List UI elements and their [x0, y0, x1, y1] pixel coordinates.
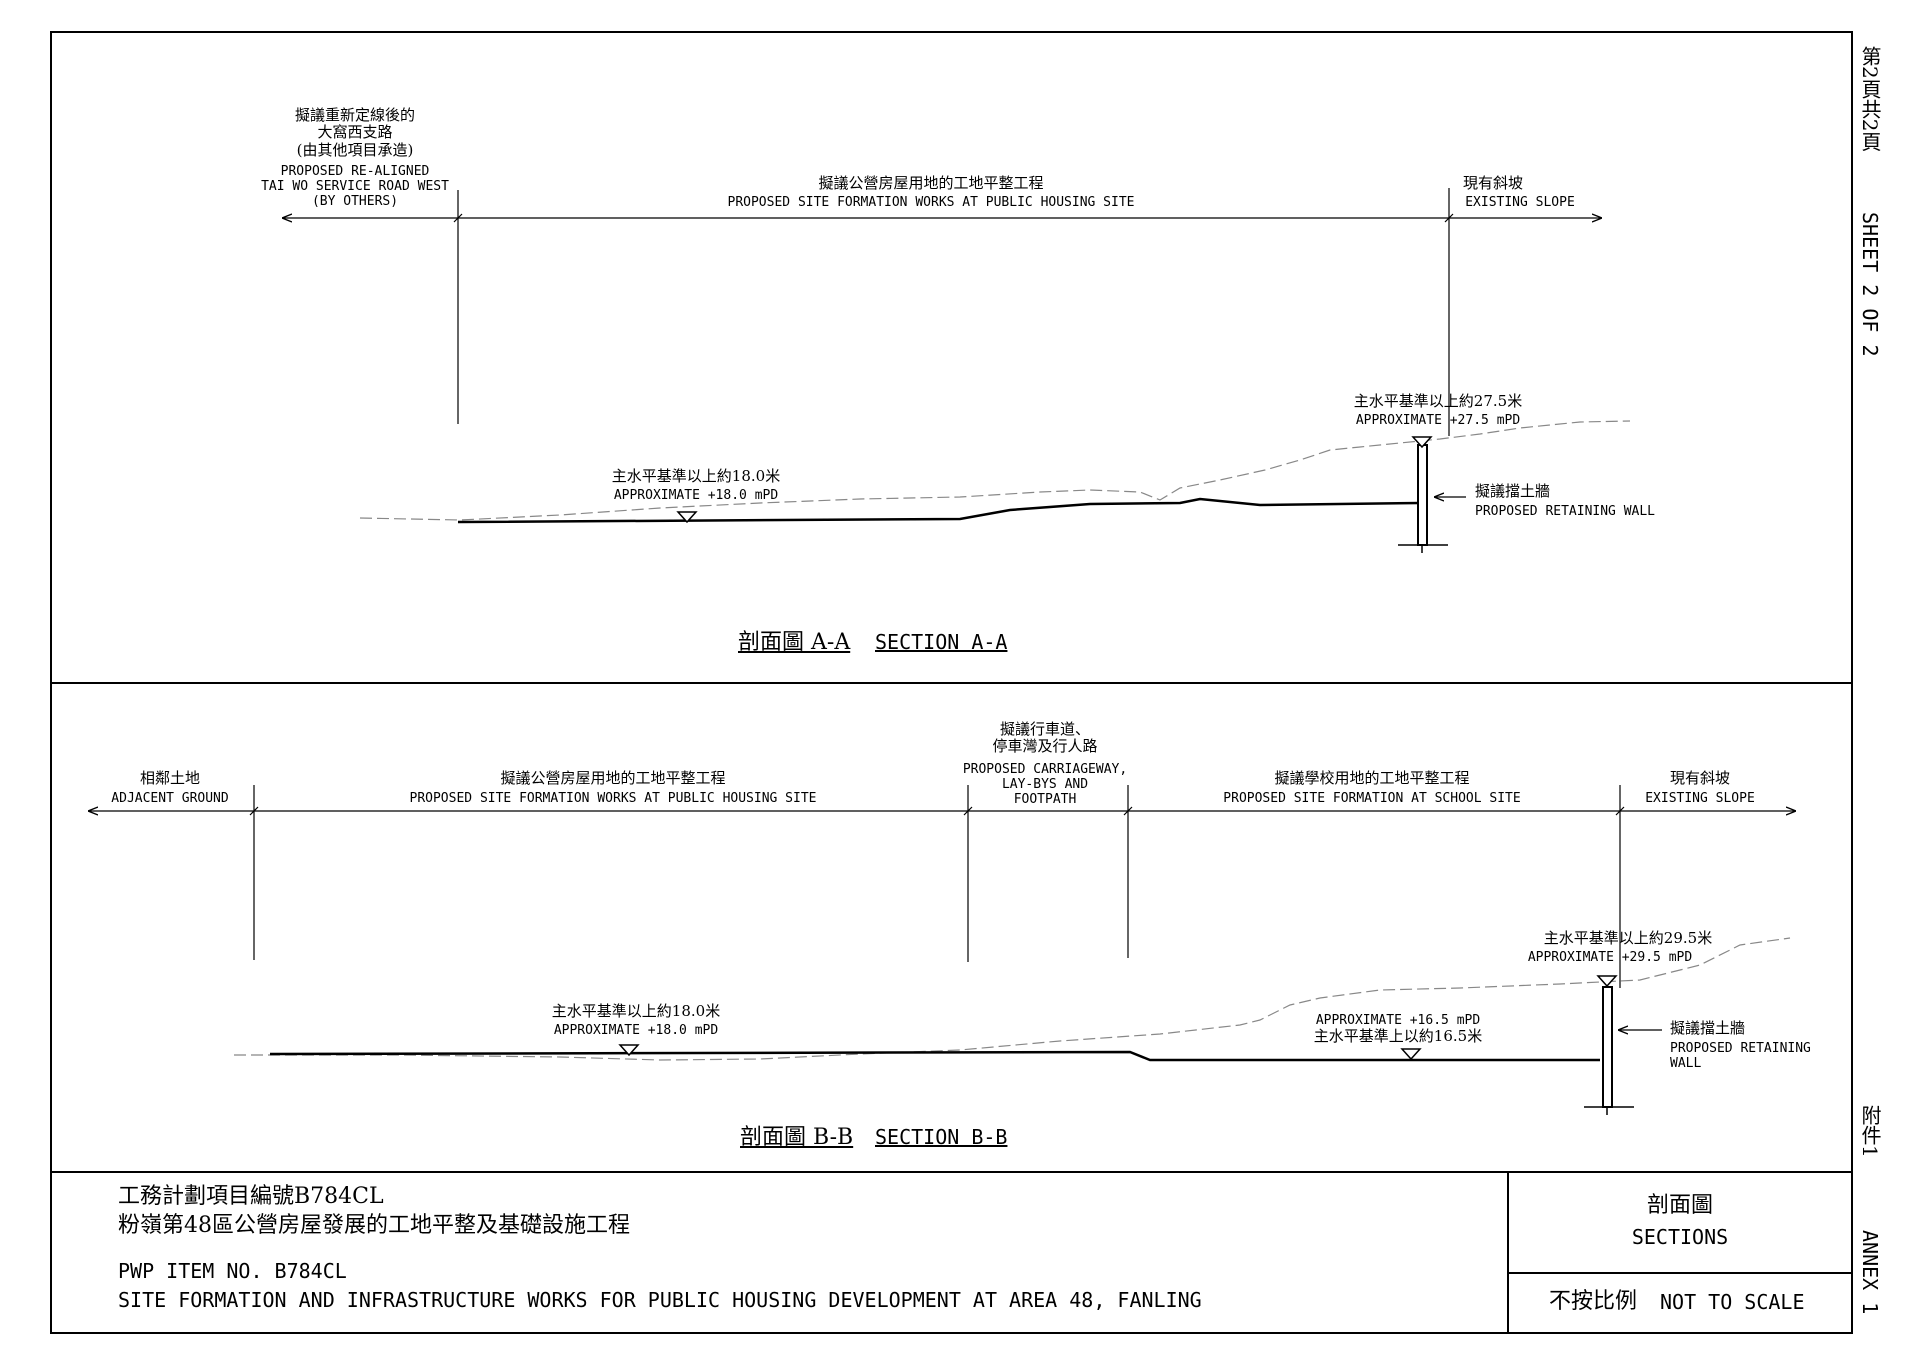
section-a-level-marker-low	[676, 511, 698, 524]
section-b-school-label-zh: 擬議學校用地的工地平整工程	[1274, 769, 1470, 787]
section-a-retaining-wall	[1417, 444, 1428, 546]
section-b-adjacent-label-en: ADJACENT GROUND	[111, 791, 229, 806]
section-b-level-low-en: APPROXIMATE +18.0 mPD	[553, 1023, 719, 1038]
annex-label-en: ANNEX 1	[1858, 1230, 1882, 1315]
section-b-site-label-en: PROPOSED SITE FORMATION WORKS AT PUBLIC …	[409, 791, 817, 806]
section-b-level-high-en: APPROXIMATE +29.5 mPD	[1527, 950, 1693, 965]
section-a-title-zh: 剖面圖 A-A	[738, 630, 851, 655]
section-b-carriageway-label-zh: 擬議行車道、停車灣及行人路	[992, 720, 1098, 756]
section-b-level-marker-low	[618, 1044, 640, 1057]
section-b-proposed-formation	[269, 1050, 1600, 1062]
section-a-wall-label-en: PROPOSED RETAINING WALL	[1475, 504, 1656, 519]
section-b-level-high-zh: 主水平基準以上約29.5米	[1543, 929, 1713, 947]
section-b-level-low-zh: 主水平基準以上約18.0米	[551, 1002, 721, 1020]
section-b-tick-1	[249, 806, 259, 816]
section-b-level-marker-mid	[1400, 1048, 1422, 1061]
section-a-existing-ground	[359, 420, 1631, 521]
section-a-slope-label-zh: 現有斜坡	[1462, 174, 1524, 192]
section-a-level-high-zh: 主水平基準以上約27.5米	[1353, 392, 1523, 410]
section-b-title-en: SECTION B-B	[875, 1125, 1008, 1149]
section-b-site-label-zh: 擬議公營房屋用地的工地平整工程	[500, 769, 726, 787]
title-block-project-zh: 粉嶺第48區公營房屋發展的工地平整及基礎設施工程	[118, 1213, 630, 1238]
title-block-project-en: SITE FORMATION AND INFRASTRUCTURE WORKS …	[118, 1288, 1202, 1312]
title-block-item-zh: 工務計劃項目編號B784CL	[118, 1184, 384, 1209]
section-a-level-marker-high	[1411, 436, 1433, 449]
section-a-proposed-formation	[457, 497, 1421, 524]
section-a-tick-2	[1444, 213, 1454, 223]
section-b-tick-4	[1615, 806, 1625, 816]
section-a-level-low-zh: 主水平基準以上約18.0米	[611, 467, 781, 485]
section-a-level-low-en: APPROXIMATE +18.0 mPD	[613, 488, 779, 503]
section-a-road-label-zh: 擬議重新定線後的大窩西支路(由其他項目承造)	[294, 106, 416, 159]
section-b-adjacent-label-zh: 相鄰土地	[139, 769, 201, 787]
section-a-wall-label-zh: 擬議擋土牆	[1475, 482, 1551, 500]
section-b-tick-2	[963, 806, 973, 816]
section-a-site-label-en: PROPOSED SITE FORMATION WORKS AT PUBLIC …	[727, 195, 1135, 210]
section-b-level-mid-en: APPROXIMATE +16.5 mPD	[1315, 1013, 1481, 1028]
title-block-item-en: PWP ITEM NO. B784CL	[118, 1259, 347, 1283]
title-block-drawing-en: SECTIONS	[1631, 1225, 1729, 1249]
section-b-slope-label-en: EXISTING SLOPE	[1645, 791, 1755, 806]
annex-label-zh: 附件1	[1858, 1105, 1882, 1158]
section-b-title-zh: 剖面圖 B-B	[740, 1125, 854, 1150]
section-a-site-label-zh: 擬議公營房屋用地的工地平整工程	[818, 174, 1044, 192]
sheet-number-en: SHEET 2 OF 2	[1858, 212, 1882, 357]
title-block-scale-en: NOT TO SCALE	[1660, 1290, 1805, 1314]
section-b-existing-ground	[234, 937, 1791, 1061]
section-b-level-mid-zh: 主水平基準上以約16.5米	[1313, 1027, 1483, 1045]
section-a-tick-1	[453, 213, 463, 223]
section-a-title-en: SECTION A-A	[875, 630, 1008, 654]
section-a-level-high-en: APPROXIMATE +27.5 mPD	[1355, 413, 1521, 428]
title-block-drawing-zh: 剖面圖	[1646, 1193, 1714, 1218]
section-b-wall-label-zh: 擬議擋土牆	[1670, 1019, 1746, 1037]
section-b-school-label-en: PROPOSED SITE FORMATION AT SCHOOL SITE	[1223, 791, 1521, 806]
section-a-slope-label-en: EXISTING SLOPE	[1465, 195, 1575, 210]
section-b-retaining-wall	[1602, 986, 1613, 1108]
section-b-slope-label-zh: 現有斜坡	[1669, 769, 1731, 787]
sheet-number-zh: 第2頁共2頁	[1858, 46, 1882, 152]
section-b-tick-3	[1123, 806, 1133, 816]
title-block-scale-zh: 不按比例	[1549, 1289, 1638, 1314]
section-b-level-marker-high	[1596, 975, 1618, 988]
